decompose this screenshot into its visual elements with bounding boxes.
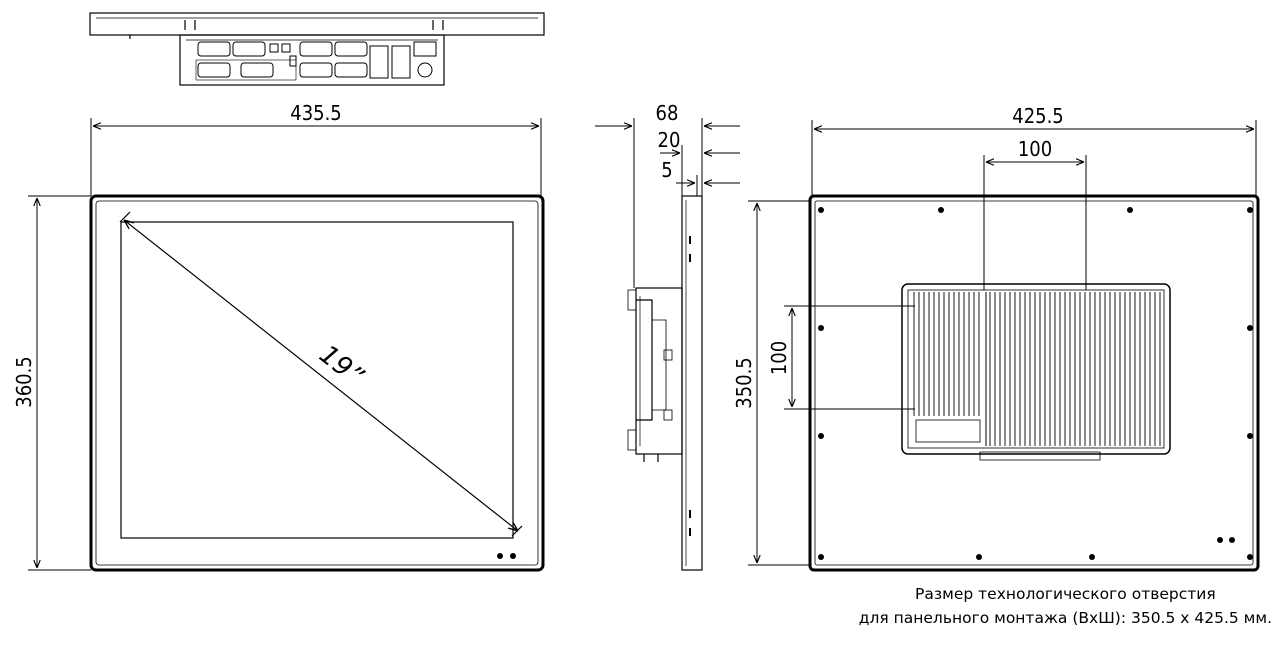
rear-view — [808, 194, 1260, 572]
vesa-height-label: 100 — [767, 341, 791, 375]
side-view — [627, 195, 703, 571]
diagonal-label: 19” — [313, 340, 369, 393]
front-height-dimension — [28, 195, 91, 571]
vesa-width-label: 100 — [1018, 137, 1052, 161]
rear-height-dimension — [748, 200, 915, 566]
side-depth-label: 68 — [656, 101, 679, 125]
side-front-label: 5 — [661, 158, 672, 182]
front-view: 19” — [89, 194, 545, 572]
heatsink-fins — [913, 292, 1161, 446]
front-height-label: 360.5 — [12, 356, 36, 408]
front-width-label: 435.5 — [290, 101, 342, 125]
side-bezel-label: 20 — [658, 128, 681, 152]
side-dimensions — [595, 118, 740, 288]
caption-line-2: для панельного монтажа (ВхШ): 350.5 х 42… — [858, 609, 1272, 627]
caption-line-1: Размер технологического отверстия — [915, 585, 1216, 603]
mounting-holes — [818, 207, 1253, 560]
rear-height-label: 350.5 — [732, 357, 756, 409]
top-view — [89, 12, 545, 86]
cutout-caption: Размер технологического отверстия для па… — [859, 582, 1272, 630]
io-ports — [195, 41, 437, 81]
front-width-dimension — [90, 118, 542, 196]
rear-width-label: 425.5 — [1012, 104, 1064, 128]
rear-width-dimension — [811, 120, 1257, 290]
